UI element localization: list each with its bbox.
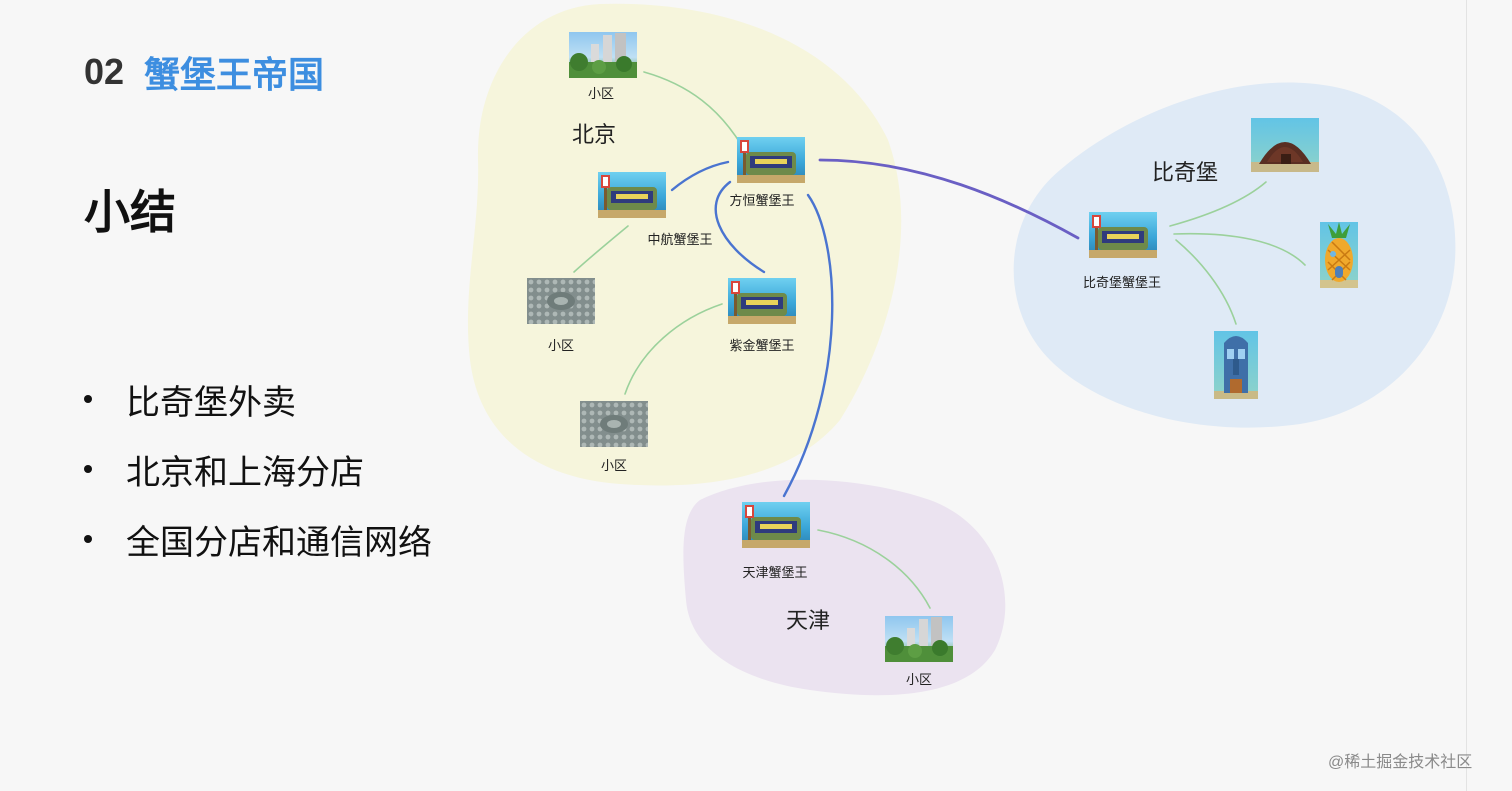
krusty-krab-photo <box>1089 212 1157 258</box>
link-line <box>782 193 834 498</box>
link-line <box>670 160 730 192</box>
section-number: 02 <box>84 51 125 92</box>
node-label: 小区 <box>588 86 614 101</box>
node-label: 天津蟹堡王 <box>742 565 807 580</box>
krusty-krab-photo <box>728 278 796 324</box>
region-tianjin <box>683 479 1006 696</box>
bullet-dot-icon <box>84 535 92 543</box>
rock-house-photo <box>1251 118 1319 172</box>
region-bikini-bottom <box>1013 82 1456 428</box>
bullet-item: 比奇堡外卖 <box>84 364 448 434</box>
region-beijing <box>467 3 902 486</box>
region-label-bikini-bottom: 比奇堡 <box>1152 160 1218 185</box>
bullet-text: 比奇堡外卖 <box>126 383 296 422</box>
node-label: 紫金蟹堡王 <box>729 338 794 353</box>
krusty-krab-photo <box>598 172 666 218</box>
node-label: 小区 <box>906 672 932 687</box>
node-label: 方恒蟹堡王 <box>729 193 794 208</box>
bullet-dot-icon <box>84 395 92 403</box>
node-label: 小区 <box>601 458 627 473</box>
bullet-text: 全国分店和通信网络 <box>126 523 432 562</box>
link-line <box>624 303 723 395</box>
link-line <box>818 158 1080 240</box>
bullet-dot-icon <box>84 465 92 473</box>
node-label: 比奇堡蟹堡王 <box>1083 275 1161 290</box>
residential-park-photo <box>569 32 637 78</box>
bullet-item: 北京和上海分店 <box>84 434 448 504</box>
section-title: 蟹堡王帝国 <box>144 54 325 95</box>
moai-house-photo <box>1214 331 1258 399</box>
region-label-beijing: 北京 <box>572 122 616 147</box>
bullet-text: 北京和上海分店 <box>126 453 364 492</box>
watermark: @稀土掘金技术社区 <box>1328 754 1473 771</box>
krusty-krab-photo <box>742 502 810 548</box>
residential-park-photo <box>885 616 953 662</box>
bullet-list: 比奇堡外卖 北京和上海分店 全国分店和通信网络 <box>84 364 448 574</box>
node-label: 中航蟹堡王 <box>647 232 712 247</box>
krusty-krab-photo <box>737 137 805 183</box>
link-line <box>714 180 766 274</box>
pineapple-house-photo <box>1320 222 1358 288</box>
link-line <box>1175 239 1237 325</box>
link-line <box>1173 232 1306 266</box>
node-label: 小区 <box>548 338 574 353</box>
link-line <box>643 71 743 147</box>
link-line <box>1169 181 1267 227</box>
bullet-item: 全国分店和通信网络 <box>84 504 448 574</box>
link-line <box>817 529 931 609</box>
slide-subtitle: 小结 <box>84 186 176 238</box>
region-label-tianjin: 天津 <box>786 608 830 633</box>
section-header: 02 蟹堡王帝国 <box>84 48 324 96</box>
link-line <box>573 225 629 273</box>
slide-edge-divider <box>1466 0 1467 791</box>
dense-housing-aerial-photo <box>527 278 595 324</box>
dense-housing-aerial-photo <box>580 401 648 447</box>
